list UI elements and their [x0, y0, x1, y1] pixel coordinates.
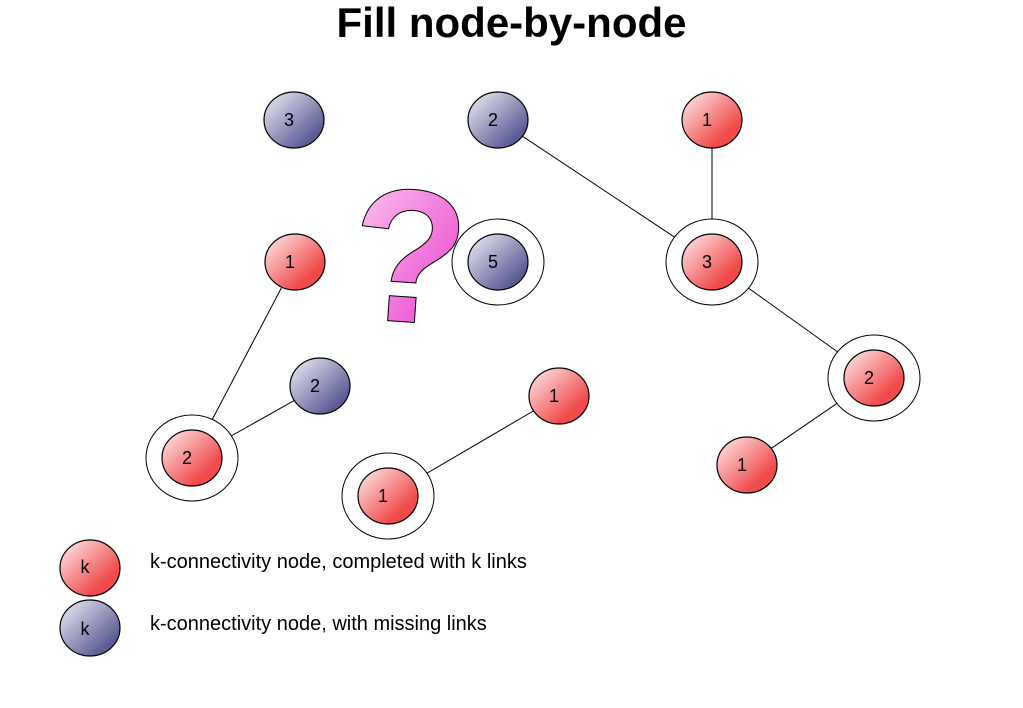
- node-circle-n_top_left_3: [263, 91, 325, 149]
- question-mark-glyph: ?: [344, 147, 475, 367]
- rings-layer: [145, 218, 921, 540]
- node-circle-n_right_3: [681, 233, 743, 291]
- node-circle-n_top_mid_2: [467, 91, 529, 149]
- node-label-n_top_left_3: 3: [284, 110, 294, 130]
- node-n_right_3: 3: [681, 233, 743, 291]
- node-n_far_right_1: 1: [716, 436, 778, 494]
- node-circle-n_far_right_1: [716, 436, 778, 494]
- node-label-n_left_2_blue: 2: [310, 376, 320, 396]
- node-circle-n_left_2_blue: [289, 357, 351, 415]
- node-circle-n_left_1: [264, 233, 326, 291]
- legend-complete-text: k-connectivity node, completed with k li…: [150, 551, 527, 573]
- node-circle-n_top_right_1: [681, 91, 743, 149]
- slide-title: Fill node-by-node: [336, 0, 687, 46]
- node-label-n_center_5: 5: [488, 252, 498, 272]
- node-n_top_mid_2: 2: [467, 91, 529, 149]
- question-mark-icon: ?: [344, 147, 476, 368]
- node-label-n_right_3: 3: [702, 252, 712, 272]
- legend-complete-symbol-label: k: [81, 557, 91, 577]
- node-circle-n_left_2_red: [161, 429, 223, 487]
- legend-missing-symbol-label: k: [81, 619, 91, 639]
- legend-missing-text: k-connectivity node, with missing links: [150, 613, 487, 635]
- node-n_left_2_red: 2: [161, 429, 223, 487]
- node-n_far_right_2: 2: [843, 349, 905, 407]
- node-circle-n_far_right_2: [843, 349, 905, 407]
- legend-complete-symbol: k: [59, 539, 121, 597]
- edges-layer: [191, 119, 875, 497]
- nodes-layer: 3 2 1 1 5 3 2 2 1 1 2 1: [161, 91, 905, 525]
- legend-missing-symbol: k: [59, 599, 121, 657]
- node-label-n_left_1: 1: [285, 252, 295, 272]
- node-circle-n_center_5: [467, 233, 529, 291]
- node-label-n_left_2_red: 2: [182, 448, 192, 468]
- node-n_left_1: 1: [264, 233, 326, 291]
- node-n_center_1_bottom: 1: [357, 467, 419, 525]
- node-label-n_center_1_top: 1: [549, 386, 559, 406]
- node-n_top_right_1: 1: [681, 91, 743, 149]
- node-n_center_5: 5: [467, 233, 529, 291]
- node-label-n_far_right_2: 2: [864, 368, 874, 388]
- node-n_top_left_3: 3: [263, 91, 325, 149]
- node-label-n_top_mid_2: 2: [488, 110, 498, 130]
- node-circle-n_center_1_bottom: [357, 467, 419, 525]
- node-n_center_1_top: 1: [528, 367, 590, 425]
- node-label-n_center_1_bottom: 1: [378, 486, 388, 506]
- node-n_left_2_blue: 2: [289, 357, 351, 415]
- node-circle-n_center_1_top: [528, 367, 590, 425]
- node-label-n_far_right_1: 1: [737, 455, 747, 475]
- node-label-n_top_right_1: 1: [702, 110, 712, 130]
